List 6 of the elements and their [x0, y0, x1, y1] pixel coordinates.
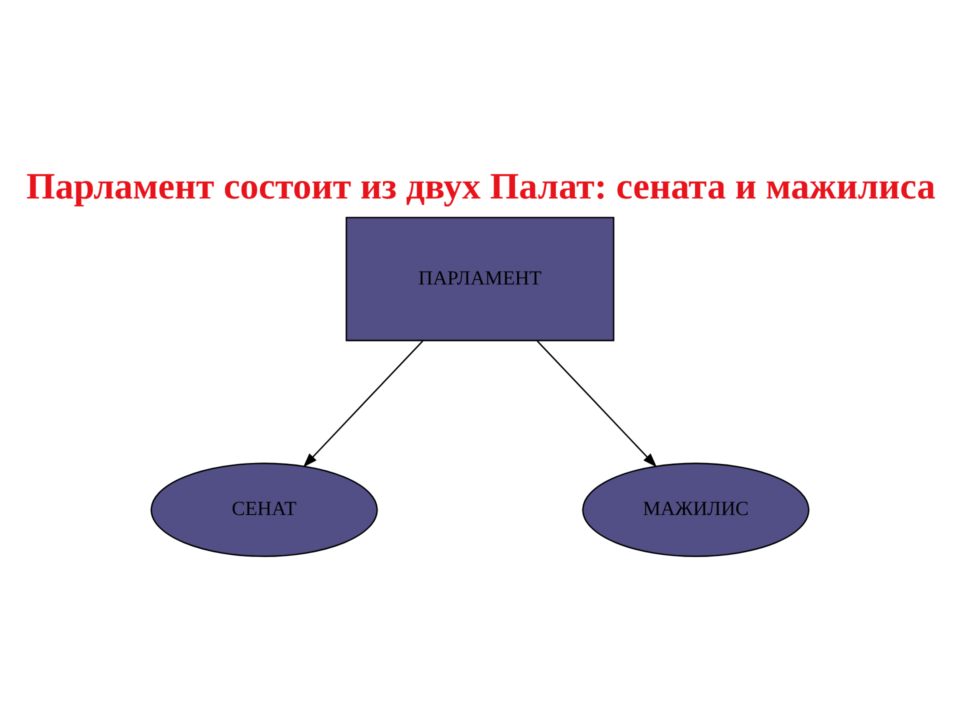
node-ellipse: СЕНАТ: [150, 462, 378, 556]
arrow: [536, 340, 657, 467]
node-box: ПАРЛАМЕНТ: [346, 216, 614, 341]
node-ellipse: МАЖИЛИС: [582, 462, 810, 556]
arrow: [303, 340, 424, 467]
diagram-title: Парламент состоит из двух Палат: сената и мажилиса: [26, 166, 936, 208]
